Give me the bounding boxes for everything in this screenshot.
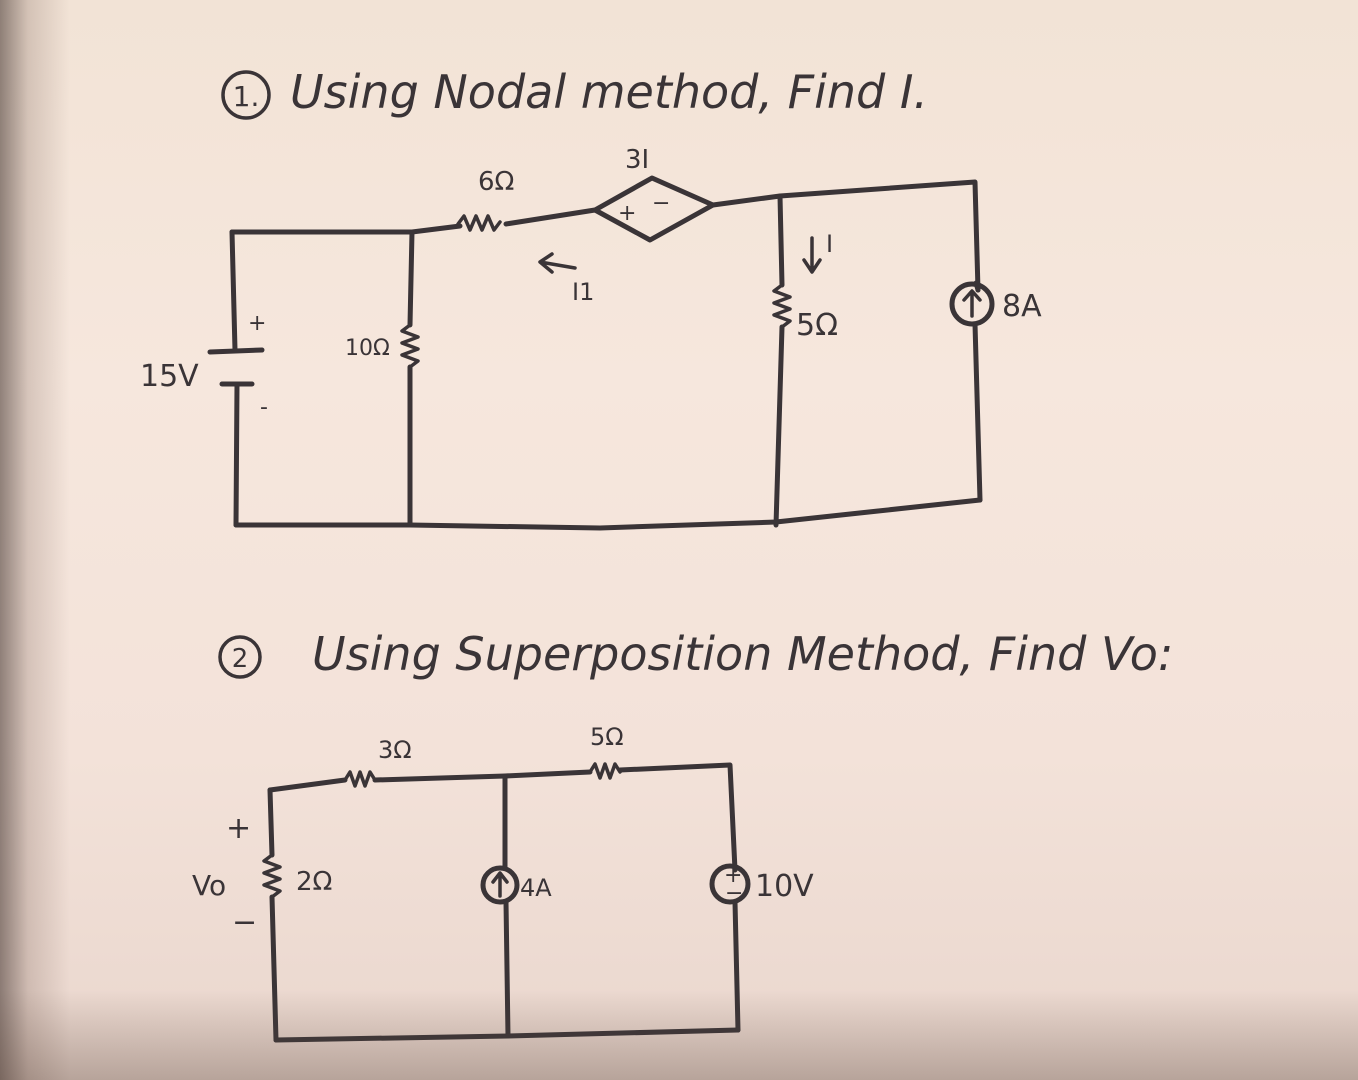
resistor-6-ohm-label: 6Ω bbox=[478, 167, 514, 197]
wire-top-left bbox=[267, 777, 348, 793]
problem-1-number-circle bbox=[221, 70, 271, 120]
wire-2-ohm-bottom bbox=[269, 894, 279, 1043]
current-i1-label: I1 bbox=[572, 278, 594, 306]
resistor-5-ohm bbox=[772, 283, 792, 329]
resistor-6-ohm bbox=[456, 214, 502, 232]
source-4a-label: 4A bbox=[520, 874, 552, 902]
battery-minus: - bbox=[260, 395, 268, 420]
resistor-5-ohm-label: 5Ω bbox=[796, 308, 838, 343]
resistor-10-ohm-label: 10Ω bbox=[345, 336, 390, 361]
circuit-2: 3Ω 5Ω 2Ω + Vo − 4A + − 10V bbox=[192, 723, 814, 1043]
resistor-5-ohm-p2 bbox=[588, 762, 622, 780]
wire-to-dependent-source bbox=[503, 207, 598, 227]
source-8a-label: 8A bbox=[1002, 289, 1042, 324]
current-source-4a bbox=[480, 865, 520, 905]
problem-1-number: 1. bbox=[233, 80, 260, 113]
voltage-source-10v bbox=[709, 863, 751, 905]
current-i-label: I bbox=[826, 230, 833, 258]
vo-label: Vo bbox=[192, 869, 226, 902]
wire-5-ohm-bottom bbox=[773, 324, 785, 528]
problem-1: 1. Using Nodal method, Find I. + − 3I + … bbox=[140, 65, 1042, 531]
vo-minus: − bbox=[232, 905, 257, 940]
wire-left-lower bbox=[233, 381, 240, 528]
source-15v-label: 15V bbox=[140, 359, 199, 394]
wire-top-middle bbox=[372, 769, 593, 783]
resistor-2-ohm-label: 2Ω bbox=[296, 867, 332, 897]
wire-top-right bbox=[617, 762, 738, 873]
problem-2-question: Using Superposition Method, Find Vo: bbox=[312, 627, 1173, 681]
dep-source-gain: 3I bbox=[625, 145, 649, 175]
current-i1-arrow bbox=[538, 252, 577, 274]
current-source-4a-arrow bbox=[491, 871, 509, 898]
wire-5-ohm-top bbox=[777, 193, 785, 288]
resistor-3-ohm bbox=[343, 770, 377, 788]
wire-10-ohm-top bbox=[407, 229, 415, 328]
source-10v-label: 10V bbox=[755, 869, 814, 904]
problem-2: 2 Using Superposition Method, Find Vo: 3… bbox=[192, 627, 1173, 1043]
wire-top-right bbox=[710, 179, 981, 293]
wire-top-left bbox=[229, 223, 463, 235]
wire-bottom bbox=[273, 1027, 741, 1043]
battery-plus: + bbox=[248, 311, 266, 336]
wire-2-ohm-top bbox=[267, 787, 275, 858]
current-source-8a bbox=[949, 281, 995, 327]
wire-10v-bottom bbox=[732, 899, 741, 1033]
problem-1-question: Using Nodal method, Find I. bbox=[290, 65, 928, 119]
dep-source-plus: + bbox=[618, 201, 636, 226]
vo-plus: + bbox=[226, 811, 251, 846]
current-source-8a-arrow bbox=[962, 289, 982, 318]
problem-2-number-circle bbox=[218, 635, 262, 679]
voltage-source-plus: + bbox=[724, 863, 742, 888]
current-i-arrow bbox=[802, 236, 822, 274]
dep-source-minus: − bbox=[652, 191, 670, 216]
resistor-3-ohm-label: 3Ω bbox=[378, 736, 412, 764]
wire-4a-bottom bbox=[503, 899, 511, 1039]
problem-2-number: 2 bbox=[232, 644, 249, 674]
resistor-5-ohm-p2-label: 5Ω bbox=[590, 723, 624, 751]
battery-long-plate bbox=[207, 347, 265, 355]
wire-8a-bottom bbox=[972, 321, 983, 503]
resistor-2-ohm bbox=[262, 853, 282, 899]
wire-left-upper bbox=[229, 229, 238, 353]
resistor-10-ohm bbox=[400, 323, 420, 369]
wire-bottom bbox=[233, 497, 983, 531]
circuit-1: + − 3I + - 15V 10Ω 5Ω bbox=[140, 145, 1042, 531]
voltage-source-minus: − bbox=[725, 881, 743, 906]
